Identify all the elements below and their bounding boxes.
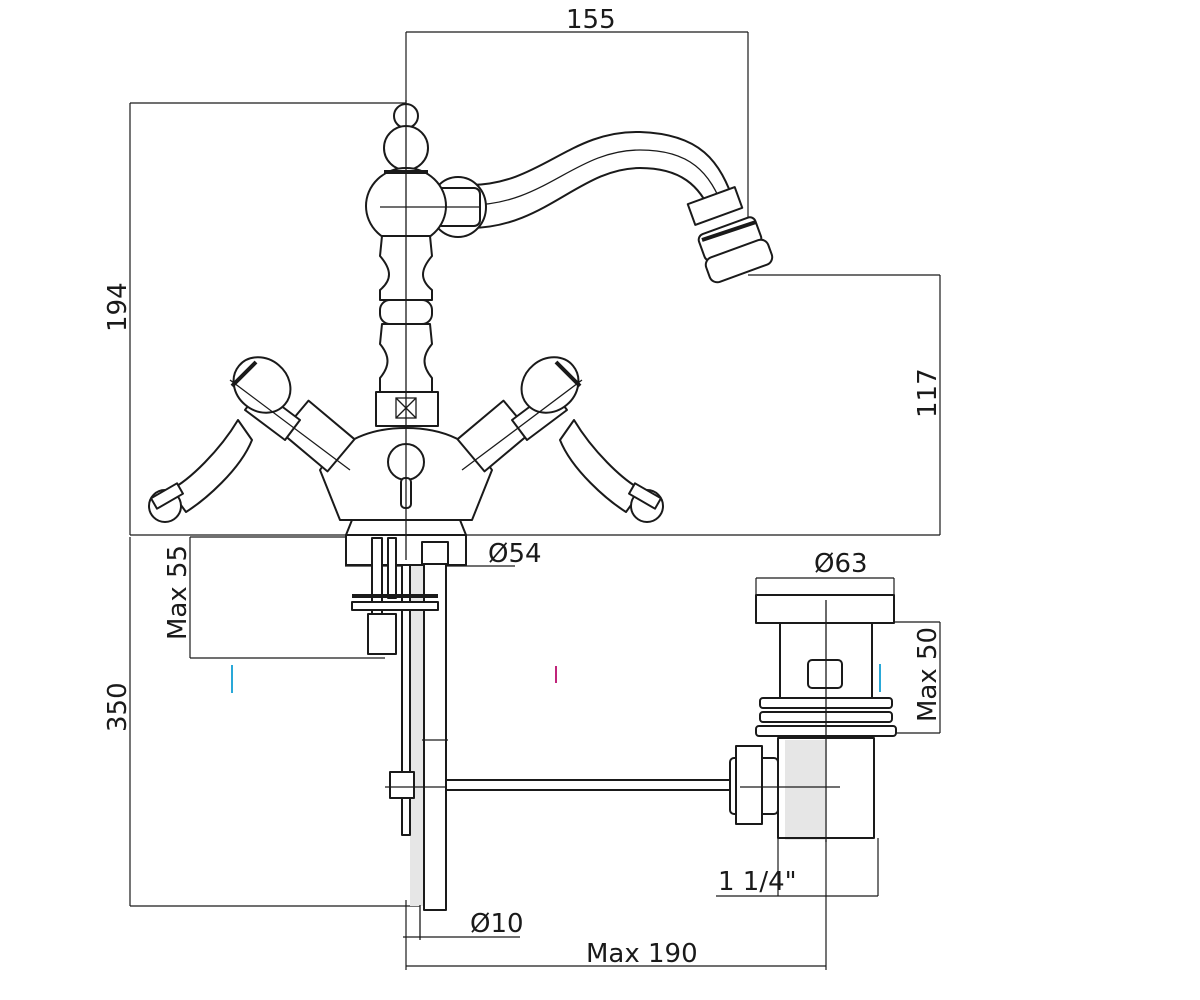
faucet-assembly — [148, 100, 774, 566]
dim-max-50: Max 50 — [913, 627, 943, 722]
dim-max-190: Max 190 — [586, 939, 698, 969]
right-handle — [456, 356, 664, 523]
dim-max-55: Max 55 — [163, 545, 193, 640]
popup-waste — [729, 594, 897, 842]
dim-155: 155 — [566, 5, 616, 35]
dim-thread: 1 1/4" — [718, 867, 797, 897]
dim-194: 194 — [103, 282, 133, 332]
underdeck-assembly — [351, 537, 760, 940]
dim-117: 117 — [913, 368, 943, 418]
dim-54: Ø54 — [488, 539, 542, 569]
aerator — [686, 186, 774, 284]
dim-350: 350 — [103, 682, 133, 732]
dim-10: Ø10 — [470, 909, 524, 939]
dim-63: Ø63 — [814, 549, 868, 579]
left-handle — [148, 356, 356, 523]
